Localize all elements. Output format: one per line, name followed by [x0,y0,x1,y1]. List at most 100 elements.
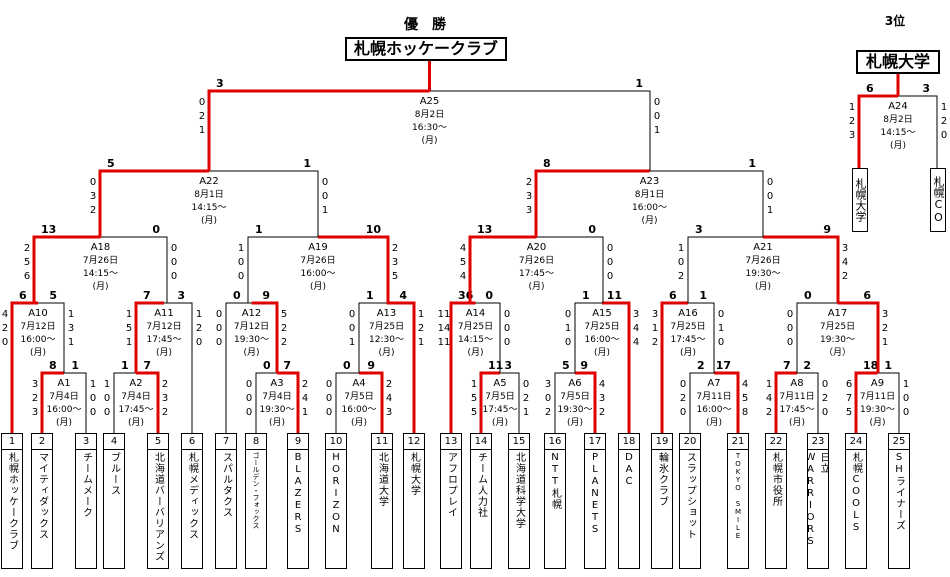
left-period-score: 0 [238,257,244,268]
match-time: 17:45〜 [519,269,554,279]
team-number: 20 [680,434,700,450]
left-period-score: 0 [565,309,571,320]
right-period-score: 0 [654,97,660,108]
left-period-score: 5 [24,257,30,268]
left-period-score: 6 [24,271,30,282]
match-time: 16:00〜 [342,405,377,415]
team-name: DAC [623,452,635,488]
bracket-left-A17 [796,302,838,373]
team-name: ブルース [108,452,120,496]
team-number: 6 [182,434,202,450]
match-date: 7月5日 [485,391,514,402]
right-score: 0 [152,223,160,236]
left-score: 0 [343,359,351,372]
right-period-score: 1 [68,309,74,320]
left-period-score: 0 [680,379,686,390]
left-period-score: 0 [90,177,96,188]
right-period-score: 2 [196,323,202,334]
right-score: 1 [635,77,643,90]
match-id: A2 [129,378,142,389]
left-period-score: 0 [326,407,332,418]
match-time: 19:30〜 [260,405,295,415]
third-team-1: 札幌大学 [852,168,868,232]
left-period-score: 3 [545,379,551,390]
match-date: 7月12日 [146,321,181,332]
right-period-score: 0 [718,337,724,348]
team-name: チームメーク [80,452,92,518]
right-period-score: 0 [523,379,529,390]
match-time: 19:30〜 [820,335,855,345]
match-date: 7月26日 [745,255,780,266]
right-period-score: 0 [504,309,510,320]
team-number: 22 [766,434,786,450]
left-period-score: 2 [199,111,205,122]
left-period-score: 4 [766,393,772,404]
right-period-score: 3 [842,243,848,254]
right-period-score: 1 [68,337,74,348]
right-period-score: 4 [633,337,639,348]
match-day: (月) [378,347,394,358]
match-time: 19:30〜 [860,405,895,415]
bracket-right-A20 [536,236,604,303]
bracket-left-A1 [40,371,64,433]
match-day: (月) [310,281,326,292]
bracket-left-A22 [98,169,209,237]
left-period-score: 2 [24,243,30,254]
left-score: 6 [19,289,27,302]
right-period-score: 1 [90,379,96,390]
team-number: 11 [372,434,392,450]
team-name: 札幌COOLS [850,452,862,534]
right-score: 7 [143,359,151,372]
left-score: 8 [49,359,57,372]
left-period-score: 0 [678,257,684,268]
left-period-score: 0 [326,379,332,390]
left-period-score: 11 [438,309,451,320]
left-period-score: 3 [849,130,855,141]
bracket-right-A15 [602,301,631,433]
bracket-left-A8 [774,371,797,433]
left-period-score: 0 [104,407,110,418]
right-period-score: 5 [392,271,398,282]
team-number: 15 [509,434,529,450]
match-date: 7月26日 [300,255,335,266]
team-name: 北海道バーバリアンズ [152,452,164,562]
right-period-score: 5 [281,309,287,320]
right-score: 17 [716,359,731,372]
bracket-right-A4 [359,371,384,433]
right-score: 3 [922,82,930,95]
match-day: (月) [567,417,583,428]
right-score: 10 [366,223,382,236]
team-name: 輪氷クラブ [656,452,668,507]
team-number: 16 [545,434,565,450]
match-time: 14:15〜 [192,203,227,213]
match-time: 17:45〜 [147,335,182,345]
right-score: 9 [262,289,270,302]
bracket-right-A16 [688,302,715,373]
left-score: 2 [697,359,705,372]
left-period-score: 3 [32,379,38,390]
bracket-left-A19 [247,236,318,303]
right-period-score: 2 [523,393,529,404]
match-date: 7月4日 [262,391,291,402]
right-period-score: 4 [842,257,848,268]
left-period-score: 0 [565,337,571,348]
match-date: 7月5日 [344,391,373,402]
team-number: 3 [76,434,96,450]
right-score: 0 [588,223,596,236]
team-number: 5 [148,434,168,450]
left-score: 1 [582,289,590,302]
right-period-score: 1 [767,205,773,216]
match-id: A1 [57,378,70,389]
bracket-right-A12 [251,301,279,373]
right-period-score: 2 [302,379,308,390]
match-time: 16:00〜 [585,335,620,345]
left-score: 7 [143,289,151,302]
match-id: A10 [28,308,48,319]
right-period-score: 1 [523,407,529,418]
left-score: 1 [366,289,374,302]
bracket-right-A9 [877,372,900,433]
